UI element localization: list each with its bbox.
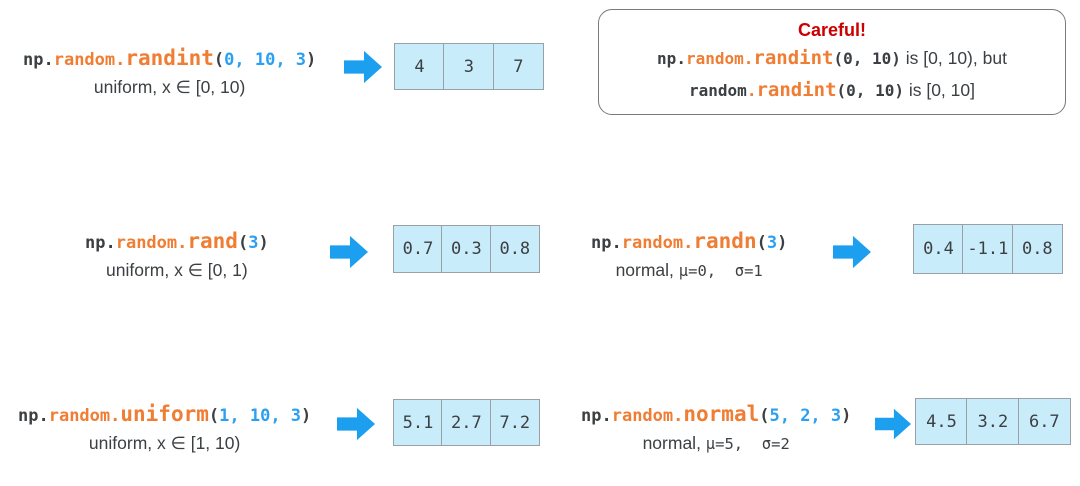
label-text: normal, — [615, 260, 679, 280]
result-array: 4 3 7 — [394, 43, 544, 90]
code-np: np. — [85, 233, 116, 253]
code-module: random. — [621, 233, 694, 253]
explanation-text: is [0, 10), but — [900, 48, 1007, 68]
code-label-column: np.random.randint(0, 10, 3) uniform, x ∈… — [23, 46, 316, 98]
code-args: 5, 2, 3 — [769, 406, 842, 426]
result-array: 0.4 -1.1 0.8 — [913, 224, 1063, 274]
paren-open: ( — [237, 233, 249, 253]
paren-close: ) — [841, 406, 852, 426]
code-module: random. — [53, 50, 126, 70]
right-arrow-icon — [833, 235, 871, 269]
code-args: 3 — [766, 233, 778, 253]
array-cell: 4.5 — [915, 398, 968, 445]
code-module: random. — [611, 406, 684, 426]
code-module: random. — [685, 49, 754, 68]
result-array: 4.5 3.2 6.7 — [915, 398, 1071, 445]
paren-open: ( — [759, 406, 770, 426]
code-np: np. — [657, 49, 686, 68]
distribution-label: uniform, x ∈ [0, 1) — [106, 260, 248, 281]
result-array: 5.1 2.7 7.2 — [393, 399, 540, 446]
code-line: np.random.normal(5, 2, 3) — [581, 402, 851, 426]
distribution-label: normal, μ=0, σ=1 — [616, 260, 763, 281]
array-cell: 0.8 — [1011, 224, 1063, 274]
distribution-label: normal, μ=5, σ=2 — [643, 433, 790, 454]
paren-open: ( — [208, 406, 220, 426]
code-args: (0, 10) — [833, 49, 901, 68]
code-args: 3 — [248, 233, 259, 253]
code-args: 0, 10, 3 — [224, 50, 307, 70]
paren-close: ) — [258, 233, 269, 253]
code-line: np.random.rand(3) — [85, 229, 269, 253]
distribution-label: uniform, x ∈ [1, 10) — [89, 433, 240, 454]
right-arrow-icon — [330, 235, 368, 269]
code-line: np.random.randint(0, 10, 3) — [23, 46, 316, 70]
code-label-column: np.random.normal(5, 2, 3) normal, μ=5, σ… — [581, 402, 851, 454]
label-text: uniform, x ∈ [0, 1) — [106, 260, 248, 280]
distribution-label: uniform, x ∈ [0, 10) — [94, 77, 245, 98]
code-dot: . — [746, 81, 757, 100]
code-func: randint — [125, 46, 214, 70]
array-cell: 7.2 — [489, 399, 540, 446]
label-text: uniform, x ∈ [1, 10) — [88, 433, 241, 453]
code-np: np. — [18, 406, 49, 426]
careful-line-2: random.randint(0, 10) is [0, 10] — [689, 74, 975, 106]
code-func: normal — [683, 402, 760, 426]
array-cell: 6.7 — [1017, 398, 1071, 445]
array-cell: 0.3 — [441, 225, 492, 273]
paren-open: ( — [756, 233, 767, 253]
paren-close: ) — [777, 233, 788, 253]
code-line: np.random.uniform(1, 10, 3) — [18, 402, 311, 426]
array-cell: 2.7 — [441, 399, 492, 446]
code-np: np. — [23, 50, 54, 70]
paren-open: ( — [213, 50, 225, 70]
label-text: uniform, x ∈ [0, 10) — [93, 77, 246, 97]
code-module: random. — [115, 233, 188, 253]
code-args: (0, 10) — [836, 81, 904, 100]
paren-close: ) — [306, 50, 317, 70]
code-np: np. — [591, 233, 622, 253]
code-func: randint — [756, 79, 837, 101]
label-text: normal, — [642, 433, 706, 453]
array-cell: 3 — [443, 43, 495, 90]
code-module: random — [689, 81, 747, 100]
code-args: 1, 10, 3 — [219, 406, 302, 426]
code-line: np.random.randn(3) — [591, 229, 787, 253]
label-stats: μ=5, σ=2 — [705, 435, 790, 453]
paren-close: ) — [301, 406, 312, 426]
code-func: randn — [693, 229, 757, 253]
result-array: 0.7 0.3 0.8 — [393, 225, 540, 273]
code-label-column: np.random.uniform(1, 10, 3) uniform, x ∈… — [18, 402, 311, 454]
code-label-column: np.random.randn(3) normal, μ=0, σ=1 — [591, 229, 787, 281]
right-arrow-icon — [875, 408, 911, 440]
array-cell: 0.7 — [393, 225, 443, 273]
careful-note-box: Careful! np.random.randint(0, 10) is [0,… — [598, 9, 1066, 115]
array-cell: 4 — [394, 43, 445, 90]
code-np: np. — [581, 406, 612, 426]
array-cell: 3.2 — [966, 398, 1020, 445]
array-cell: -1.1 — [962, 224, 1014, 274]
explanation-text: is [0, 10] — [903, 80, 975, 100]
code-func: randint — [753, 47, 834, 69]
code-label-column: np.random.rand(3) uniform, x ∈ [0, 1) — [85, 229, 269, 281]
code-func: uniform — [120, 402, 209, 426]
right-arrow-icon — [344, 50, 382, 84]
right-arrow-icon — [337, 407, 375, 441]
label-stats: μ=0, σ=1 — [678, 262, 763, 280]
array-cell: 0.4 — [913, 224, 964, 274]
careful-line-1: np.random.randint(0, 10) is [0, 10), but — [657, 42, 1007, 74]
array-cell: 5.1 — [393, 399, 443, 446]
code-func: rand — [187, 229, 238, 253]
array-cell: 7 — [492, 43, 544, 90]
careful-title: Careful! — [797, 20, 866, 40]
array-cell: 0.8 — [489, 225, 540, 273]
code-module: random. — [48, 406, 121, 426]
